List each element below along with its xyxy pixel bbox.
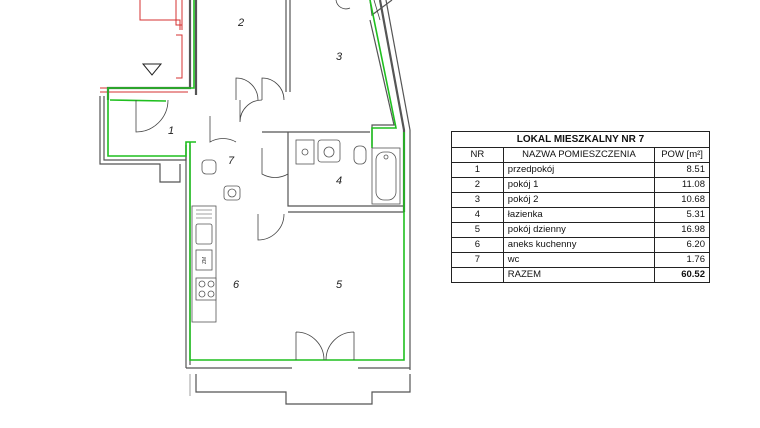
row-nr: 7 [451,252,504,268]
table-row: 2 pokój 1 11.08 [451,177,710,193]
row-nr: 4 [451,207,504,223]
dishwasher-label: ZM [202,257,208,264]
row-name: pokój dzienny [502,222,656,238]
table-row: 6 aneks kuchenny 6.20 [451,237,710,253]
total-label: RAZEM [502,267,656,283]
room-label-7: 7 [228,155,235,167]
table-row: 5 pokój dzienny 16.98 [451,222,710,238]
row-name: aneks kuchenny [502,237,656,253]
row-name: przedpokój [502,162,656,178]
row-area: 6.20 [654,237,710,253]
room-label-2: 2 [237,17,244,29]
room-label-1: 1 [168,125,174,137]
room-label-4: 4 [336,175,342,187]
table-row: 1 przedpokój 8.51 [451,162,710,178]
table-row: 3 pokój 2 10.68 [451,192,710,208]
row-nr: 6 [451,237,504,253]
header-area: POW [m²] [654,147,710,163]
row-area: 1.76 [654,252,710,268]
walls [99,0,411,405]
neighbor-walls [100,0,188,93]
header-name: NAZWA POMIESZCZENIA [502,147,656,163]
room-label-6: 6 [233,279,240,291]
header-nr: NR [451,147,504,163]
row-area: 11.08 [654,177,710,193]
row-area: 16.98 [654,222,710,238]
fixtures [191,139,401,323]
room-boundaries [107,0,405,361]
row-name: pokój 1 [502,177,656,193]
row-name: łazienka [502,207,656,223]
row-nr: 1 [451,162,504,178]
row-name: pokój 2 [502,192,656,208]
row-nr: 5 [451,222,504,238]
doors [135,0,381,361]
table-row: 7 wc 1.76 [451,252,710,268]
floor-plan: 1 2 3 4 5 6 7 ZM [99,0,411,405]
total-area: 60.52 [654,267,710,283]
table-total-row: RAZEM 60.52 [451,267,710,283]
row-nr: 2 [451,177,504,193]
row-name: wc [502,252,656,268]
table-title: LOKAL MIESZKALNY NR 7 [451,131,710,148]
row-area: 8.51 [654,162,710,178]
row-nr: 3 [451,192,504,208]
room-label-3: 3 [336,51,343,63]
entrance-arrow-icon [141,63,163,76]
total-nr [451,267,504,283]
row-area: 5.31 [654,207,710,223]
room-label-5: 5 [336,279,343,291]
room-area-table: LOKAL MIESZKALNY NR 7 NR NAZWA POMIESZCZ… [451,131,710,283]
table-row: 4 łazienka 5.31 [451,207,710,223]
row-area: 10.68 [654,192,710,208]
